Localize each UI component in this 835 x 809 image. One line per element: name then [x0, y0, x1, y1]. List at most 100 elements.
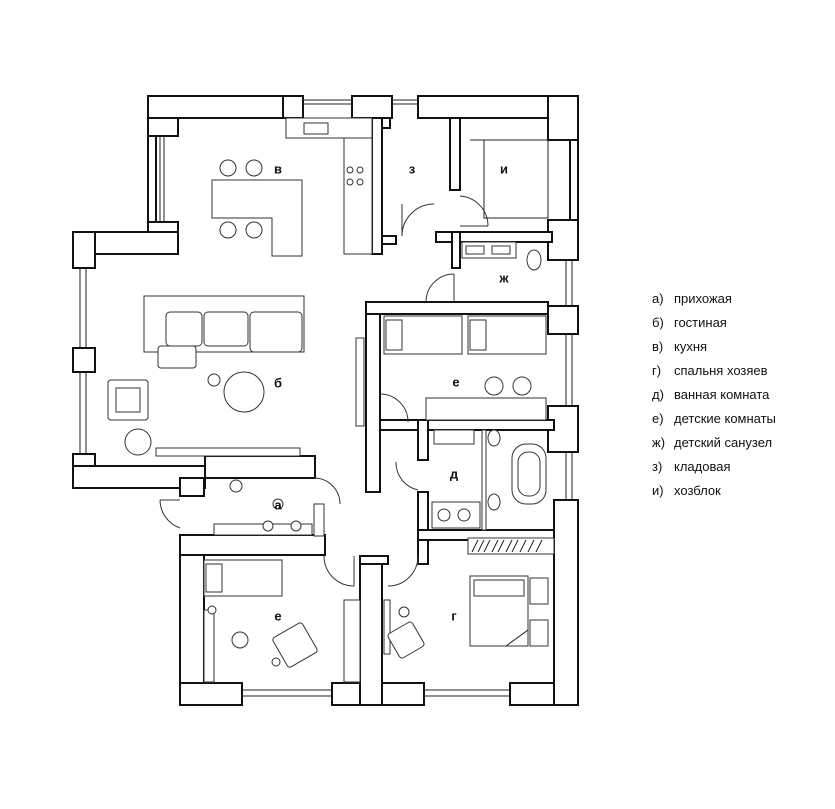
- stove-burner: [356, 166, 364, 174]
- wall-segment: [147, 95, 284, 119]
- legend-text: спальня хозяев: [674, 363, 768, 378]
- room-label-e-left: е: [274, 608, 281, 623]
- legend-text: детские комнаты: [674, 411, 776, 426]
- wall-segment: [569, 139, 579, 221]
- door-swing: [425, 273, 455, 303]
- room-label-b: б: [274, 375, 282, 390]
- kitchen-furniture: [211, 117, 373, 257]
- legend-item: а) прихожая: [652, 290, 832, 314]
- armchair: [272, 622, 318, 668]
- legend-item: ж) детский санузел: [652, 434, 832, 458]
- round-stool: [272, 498, 284, 510]
- master-bedroom: [383, 537, 555, 659]
- legend-text: кладовая: [674, 459, 731, 474]
- wall-segment: [365, 301, 549, 315]
- wall-segment: [179, 534, 326, 556]
- coffee-table: [223, 371, 265, 413]
- sink-basin: [465, 245, 485, 255]
- door-swing: [395, 461, 419, 491]
- outer-walls: [72, 95, 579, 706]
- legend-text: кухня: [674, 339, 708, 354]
- nightstand: [529, 619, 549, 647]
- legend-item: д)ванная комната: [652, 386, 832, 410]
- wall-segment: [72, 231, 96, 269]
- bathtub-inner: [517, 451, 541, 497]
- sink-basin: [491, 245, 511, 255]
- storage-utility: [401, 139, 549, 237]
- door-swing: [323, 555, 355, 587]
- bar-stool: [219, 159, 237, 177]
- child-room-left: [203, 559, 361, 683]
- round-stool: [262, 520, 274, 532]
- armchair: [387, 621, 425, 659]
- legend-item: и)хозблок: [652, 482, 832, 506]
- stove-burner: [346, 166, 354, 174]
- desk-chair: [231, 631, 249, 649]
- wall-segment: [381, 235, 397, 245]
- wall-segment: [204, 455, 316, 479]
- wall-segment: [553, 499, 579, 706]
- wall-segment: [359, 555, 389, 565]
- wall-segment: [282, 95, 304, 119]
- hallway: [159, 477, 419, 587]
- toilet: [526, 249, 542, 271]
- hangers: [471, 539, 543, 553]
- wall-segment: [381, 682, 425, 706]
- wall-segment: [547, 405, 579, 453]
- room-label-zh: ж: [498, 270, 509, 285]
- legend-key: и): [652, 483, 664, 498]
- room-label-d: д: [450, 466, 459, 481]
- wall-segment: [179, 534, 205, 706]
- legend-key: а): [652, 291, 664, 306]
- wall-segment: [179, 477, 205, 497]
- wall-segment: [371, 117, 383, 255]
- legend-item: з)кладовая: [652, 458, 832, 482]
- legend-text: ванная комната: [674, 387, 770, 402]
- sofa-cushion: [249, 311, 303, 353]
- utility-outline: [483, 139, 549, 219]
- partition: [481, 429, 487, 531]
- pillows: [473, 579, 525, 597]
- child-room-right: [379, 315, 547, 423]
- side-table: [271, 657, 281, 667]
- wall-segment: [351, 95, 393, 119]
- room-label-g: г: [451, 608, 457, 623]
- legend-key: ж): [652, 435, 666, 450]
- wall-segment: [72, 347, 96, 373]
- wall-segment: [417, 539, 429, 565]
- room-label-a: а: [274, 497, 282, 512]
- wall-segment: [547, 305, 579, 335]
- round-stool: [290, 520, 302, 532]
- legend-key: г): [652, 363, 662, 378]
- room-label-e-right: е: [452, 374, 459, 389]
- vanity: [433, 429, 475, 445]
- side-table: [398, 606, 410, 618]
- wardrobe: [313, 503, 325, 537]
- ottoman: [157, 345, 197, 369]
- desk-chair: [512, 376, 532, 396]
- room-labels: в б а е з и ж е д г: [274, 161, 509, 623]
- kitchen-counter: [285, 117, 373, 139]
- wall-segment: [417, 419, 429, 461]
- legend-key: е): [652, 411, 664, 426]
- side-table: [207, 373, 221, 387]
- bar-stool: [245, 159, 263, 177]
- bathroom: [395, 429, 547, 531]
- legend-text: гостиная: [674, 315, 727, 330]
- wall-segment: [147, 135, 157, 233]
- legend-text: прихожая: [674, 291, 732, 306]
- legend-text: детский санузел: [674, 435, 773, 450]
- legend-key: в): [652, 339, 664, 354]
- bed-fold: [505, 629, 529, 647]
- stove-burner: [346, 178, 354, 186]
- kitchen-island: [211, 179, 303, 257]
- sink-basin: [457, 508, 471, 522]
- pillow: [205, 563, 223, 593]
- wall-segment: [365, 301, 381, 493]
- wall-shelf: [355, 337, 365, 427]
- room-label-i: и: [500, 161, 508, 176]
- door-swing: [313, 477, 341, 505]
- legend-item: б)гостиная: [652, 314, 832, 338]
- legend-item: е) детские комнаты: [652, 410, 832, 434]
- sofa-cushion: [165, 311, 203, 347]
